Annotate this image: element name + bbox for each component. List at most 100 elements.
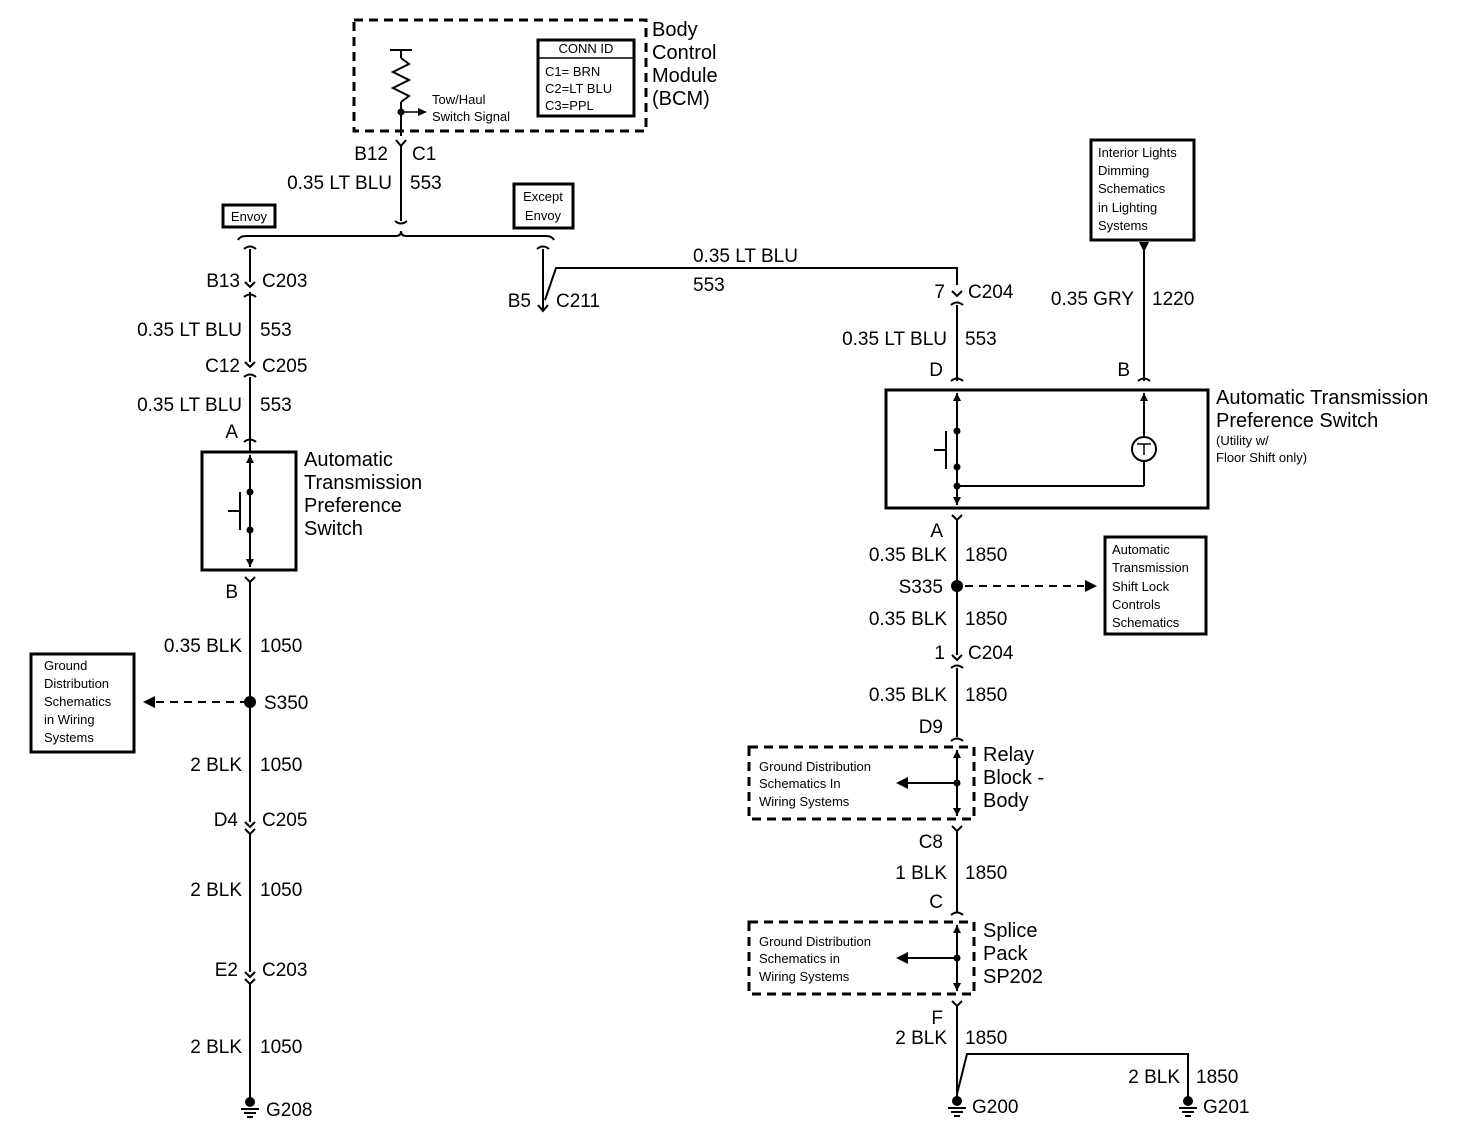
conn-a-right: A: [930, 521, 943, 542]
bcm-connector: C1: [412, 144, 436, 165]
conn-c211: C211: [556, 291, 600, 312]
conn-c205b: C205: [262, 810, 307, 831]
relay-block-name-2: Block -: [983, 767, 1044, 789]
ref-arrow-icon: [143, 696, 155, 708]
conn-c204b: C204: [968, 643, 1014, 664]
left-blk1-circuit: 1050: [260, 636, 302, 657]
conn-c204: C204: [968, 282, 1014, 303]
right-blk5-color: 2 BLK: [895, 1028, 947, 1049]
left-blk3-circuit: 1050: [260, 880, 302, 901]
conn-id-box: [536, 38, 636, 118]
bcm-box: [352, 18, 648, 133]
connector-c204-icon: [951, 290, 963, 298]
left-blk4-color: 2 BLK: [190, 1037, 242, 1058]
ground-g200-icon: [948, 1096, 966, 1117]
left-blk2-color: 2 BLK: [190, 755, 242, 776]
conn-c: C: [929, 892, 943, 913]
ground-g208: G208: [266, 1100, 312, 1121]
g201-wire-circuit: 1850: [1196, 1067, 1238, 1088]
splice-pack-name-1: Splice: [983, 920, 1037, 942]
splice-pack-name-3: SP202: [983, 966, 1043, 988]
bcm-title-2: Control: [652, 42, 716, 64]
shift-lock-ref-2: Transmission: [1112, 560, 1189, 575]
conn-c205: C205: [262, 356, 307, 377]
relay-ground-ref-3: Wiring Systems: [759, 794, 850, 809]
splice-ground-ref-1: Ground Distribution: [759, 934, 871, 949]
g201-wire-color: 2 BLK: [1128, 1067, 1180, 1088]
relay-ground-ref-2: Schematics In: [759, 776, 841, 791]
relay-block-body: Ground Distribution Schematics In Wiring…: [747, 744, 1044, 821]
left-blk3-color: 2 BLK: [190, 880, 242, 901]
conn-d: D: [929, 360, 943, 381]
shift-lock-ref-5: Schematics: [1112, 615, 1180, 630]
ground-g208-icon: [241, 1097, 259, 1118]
splice-s335-dot: [951, 580, 963, 592]
bcm-title-4: (BCM): [652, 88, 710, 110]
shift-lock-ref-1: Automatic: [1112, 542, 1170, 557]
left-switch-box: [200, 450, 298, 572]
conn-c203b: C203: [262, 960, 307, 981]
right-switch-title-2: Preference Switch: [1216, 410, 1378, 432]
ground-g201: G201: [1203, 1097, 1249, 1118]
conn-id-c1: C1= BRN: [545, 64, 600, 79]
right-switch-note-2: Floor Shift only): [1216, 450, 1307, 465]
connector-c203-icon: [244, 281, 256, 289]
splice-pack-sp202: Ground Distribution Schematics in Wiring…: [747, 920, 1043, 996]
right-blk3-color: 0.35 BLK: [869, 685, 947, 706]
conn-c203: C203: [262, 271, 307, 292]
left-preference-switch: Automatic Transmission Preference Switch: [200, 449, 422, 572]
conn-c8: C8: [919, 832, 943, 853]
option-envoy-box: [221, 203, 277, 229]
right-blk4-color: 1 BLK: [895, 863, 947, 884]
ground-g201-icon: [1179, 1096, 1197, 1117]
relay-block-box: [747, 745, 976, 821]
interior-ref-2: Dimming: [1098, 163, 1149, 178]
signal-arrow-icon: [418, 108, 427, 116]
conn-a-left: A: [225, 422, 238, 443]
left-switch-name-1: Automatic: [304, 449, 393, 471]
ground-ref-left-4: in Wiring: [44, 712, 95, 727]
conn-pin1: 1: [934, 643, 945, 664]
gry-color: 0.35 GRY: [1051, 289, 1134, 310]
left-blk1-color: 0.35 BLK: [164, 636, 242, 657]
interior-ref-3: Schematics: [1098, 181, 1166, 196]
bcm-title-1: Body: [652, 19, 698, 41]
conn-b13: B13: [206, 271, 240, 292]
relay-ground-ref-1: Ground Distribution: [759, 759, 871, 774]
conn-e2: E2: [215, 960, 238, 981]
splice-ground-ref-2: Schematics in: [759, 951, 840, 966]
left-blk2-circuit: 1050: [260, 755, 302, 776]
left-blk4-circuit: 1050: [260, 1037, 302, 1058]
splice-s350: S350: [264, 693, 308, 714]
gry-circuit: 1220: [1152, 289, 1194, 310]
conn-pin7: 7: [934, 282, 945, 303]
left-switch-name-3: Preference: [304, 495, 402, 517]
ground-ref-left-3: Schematics: [44, 694, 112, 709]
ground-ref-left-1: Ground: [44, 658, 87, 673]
left-wire1-circuit: 553: [260, 320, 292, 341]
bcm-module: Tow/Haul Switch Signal CONN ID C1= BRN C…: [352, 18, 718, 136]
bcm-wire-circuit: 553: [410, 173, 442, 194]
right-blk5-circuit: 1850: [965, 1028, 1007, 1049]
horiz-wire-circuit: 553: [693, 275, 725, 296]
interior-lights-ref-box: [1089, 138, 1196, 242]
horizontal-wire: [544, 267, 958, 301]
left-wire2-color: 0.35 LT BLU: [137, 395, 242, 416]
right-switch-title-1: Automatic Transmission: [1216, 387, 1428, 409]
option-envoy: Envoy: [231, 209, 268, 224]
shift-lock-ref-4: Controls: [1112, 597, 1161, 612]
interior-ref-4: in Lighting: [1098, 200, 1157, 215]
conn-b-left: B: [225, 582, 238, 603]
connector-b12-icon: [395, 139, 407, 148]
relay-block-name-1: Relay: [983, 744, 1034, 766]
conn-d9: D9: [919, 717, 943, 738]
right-switch-box: [884, 388, 1210, 510]
splice-s350-dot: [244, 696, 256, 708]
bcm-signal-line1: Tow/Haul: [432, 92, 486, 107]
conn-id-c3: C3=PPL: [545, 98, 594, 113]
connector-c204b-icon: [951, 654, 963, 662]
ground-ref-left-5: Systems: [44, 730, 94, 745]
right-blu-color: 0.35 LT BLU: [842, 329, 947, 350]
interior-ref-1: Interior Lights: [1098, 145, 1177, 160]
